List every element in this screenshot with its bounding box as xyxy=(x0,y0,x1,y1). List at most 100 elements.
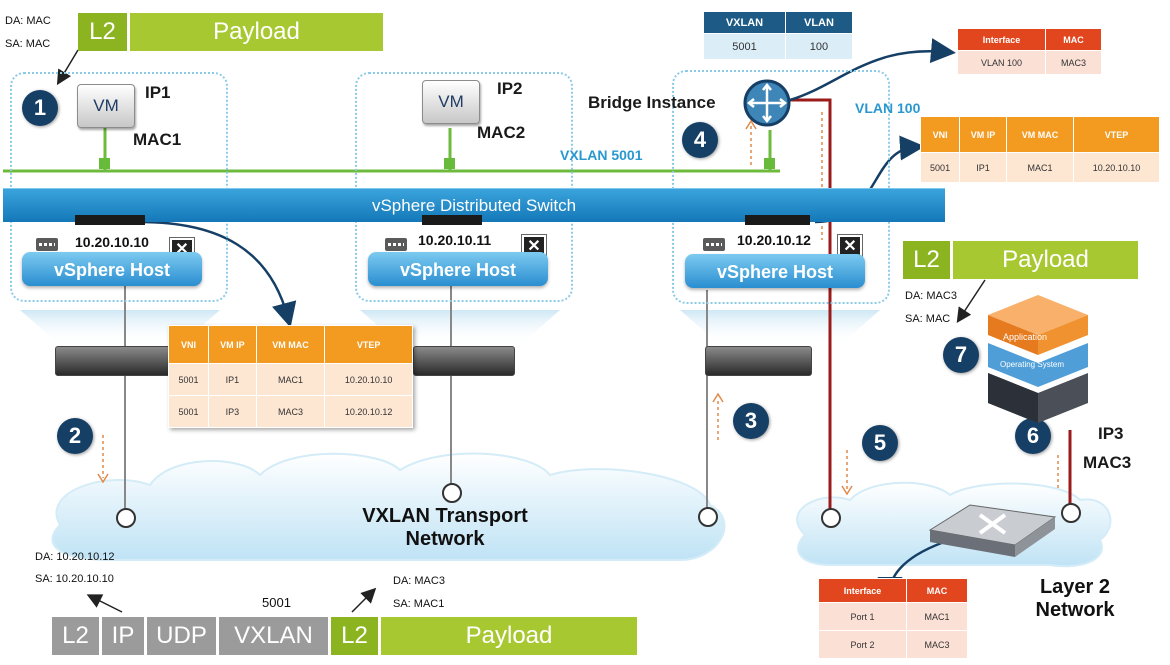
bridge-port xyxy=(764,158,775,169)
vtep-table-center: VNI VM IP VM MAC VTEP 5001 IP1 MAC1 10.2… xyxy=(168,325,413,428)
cell: MAC1 xyxy=(906,602,968,631)
right-frame: L2 Payload xyxy=(903,241,1138,279)
vm-port xyxy=(99,158,110,169)
host-1-ip: 10.20.10.10 xyxy=(75,234,149,250)
host-beam xyxy=(680,310,880,345)
cloud-port xyxy=(821,508,841,528)
col-header: VM MAC xyxy=(255,325,326,364)
top-frame: L2 Payload xyxy=(78,13,383,51)
vlan-label: VLAN 100 xyxy=(855,100,921,116)
frame-l2: L2 xyxy=(903,241,953,279)
host-box-1 xyxy=(10,72,228,302)
frame-da: DA: MAC xyxy=(5,15,51,27)
frame-payload: Payload xyxy=(130,13,383,51)
cell: 5001 xyxy=(703,33,786,60)
vm-2[interactable]: VM xyxy=(422,80,480,124)
vsphere-host-1[interactable]: vSphere Host xyxy=(22,252,202,286)
col-header: Interface xyxy=(957,28,1046,51)
vm-2-ip: IP2 xyxy=(497,79,523,98)
frame-ip: IP xyxy=(102,617,147,655)
bridge-router-icon[interactable] xyxy=(742,78,792,128)
flow-arrowhead xyxy=(712,392,724,403)
col-header: VM IP xyxy=(959,116,1007,153)
nic-icon xyxy=(703,238,725,251)
col-header: VM IP xyxy=(207,325,257,364)
cell: MAC3 xyxy=(1045,50,1102,75)
step-3: 3 xyxy=(733,403,769,439)
cell: MAC1 xyxy=(255,363,326,396)
frame-payload: Payload xyxy=(381,617,637,655)
nic-icon xyxy=(36,238,58,251)
col-header: VTEP xyxy=(324,325,413,364)
vm-1-ip: IP1 xyxy=(145,83,171,102)
outer-sa: SA: 10.20.10.10 xyxy=(35,573,114,585)
cell: IP3 xyxy=(207,395,257,428)
frame-sa: SA: MAC xyxy=(5,38,51,50)
cell: Port 2 xyxy=(817,630,908,659)
cell: MAC1 xyxy=(1005,152,1075,183)
flow-arrowhead xyxy=(841,485,853,496)
vtep-table-right: VNI VM IP VM MAC VTEP 5001 IP1 MAC1 10.2… xyxy=(919,116,1160,183)
flow-arrowhead xyxy=(745,119,757,130)
cell: MAC3 xyxy=(255,395,326,428)
host-3-ip: 10.20.10.12 xyxy=(737,232,811,248)
col-header: VNI xyxy=(919,116,961,153)
col-header: VM MAC xyxy=(1005,116,1075,153)
layer2-switch-icon[interactable] xyxy=(925,495,1060,565)
vm-2-mac: MAC2 xyxy=(477,123,526,142)
transport-network-label: VXLAN Transport Network xyxy=(330,505,560,551)
step-1: 1 xyxy=(22,90,58,126)
col-header: MAC xyxy=(906,578,968,603)
cloud-port xyxy=(116,508,136,528)
frame-inner-l2: L2 xyxy=(331,617,381,655)
col-header: Interface xyxy=(817,578,908,603)
vxlan-label: VXLAN 5001 xyxy=(560,147,643,163)
rack-server xyxy=(705,346,812,376)
frame-outer-l2: L2 xyxy=(52,617,102,655)
frame-da: DA: MAC3 xyxy=(905,290,957,302)
rack-server xyxy=(413,346,515,376)
step-7: 7 xyxy=(943,337,979,373)
physical-server-icon[interactable]: Application Operating System xyxy=(978,285,1093,430)
cloud-port xyxy=(1061,503,1081,523)
uplink-port xyxy=(745,215,810,225)
server-layer-app: Application xyxy=(1003,332,1047,342)
cell: 5001 xyxy=(168,395,209,428)
cell: 10.20.10.12 xyxy=(324,395,413,428)
vm-1[interactable]: VM xyxy=(77,84,135,128)
cell: MAC3 xyxy=(906,630,968,659)
host-box-3 xyxy=(672,70,890,304)
vsphere-host-2[interactable]: vSphere Host xyxy=(368,252,548,286)
uplink-port xyxy=(422,215,482,225)
uplink-port xyxy=(75,215,145,225)
col-header: MAC xyxy=(1045,28,1102,51)
annotation-arrow xyxy=(86,594,123,613)
layer2-network-label: Layer 2 Network xyxy=(1005,576,1145,622)
frame-l2: L2 xyxy=(78,13,130,51)
transport-cloud xyxy=(51,452,726,561)
cell: 5001 xyxy=(919,152,961,183)
server-mac: MAC3 xyxy=(1083,453,1132,472)
cell: VLAN 100 xyxy=(957,50,1046,75)
annotation-arrow xyxy=(956,279,986,324)
bridge-label: Bridge Instance xyxy=(588,93,716,112)
vm-1-mac: MAC1 xyxy=(133,130,182,149)
vlan-line xyxy=(790,98,832,510)
nic-icon xyxy=(385,238,407,251)
lookup-arrow xyxy=(139,220,297,328)
inner-sa: SA: MAC1 xyxy=(393,598,445,610)
host-box-2 xyxy=(355,72,573,302)
vm-port xyxy=(444,158,455,169)
vsphere-host-3[interactable]: vSphere Host xyxy=(685,254,865,288)
cell: 10.20.10.10 xyxy=(324,363,413,396)
inner-da: DA: MAC3 xyxy=(393,575,445,587)
frame-vxlan: VXLAN xyxy=(219,617,331,655)
host-2-ip: 10.20.10.11 xyxy=(418,232,492,248)
server-layer-os: Operating System xyxy=(1000,360,1064,369)
layer2-network-line2: Network xyxy=(1035,599,1115,621)
lookup-arrow xyxy=(789,38,956,102)
cloud-port xyxy=(698,507,718,527)
server-ip: IP3 xyxy=(1098,424,1124,443)
